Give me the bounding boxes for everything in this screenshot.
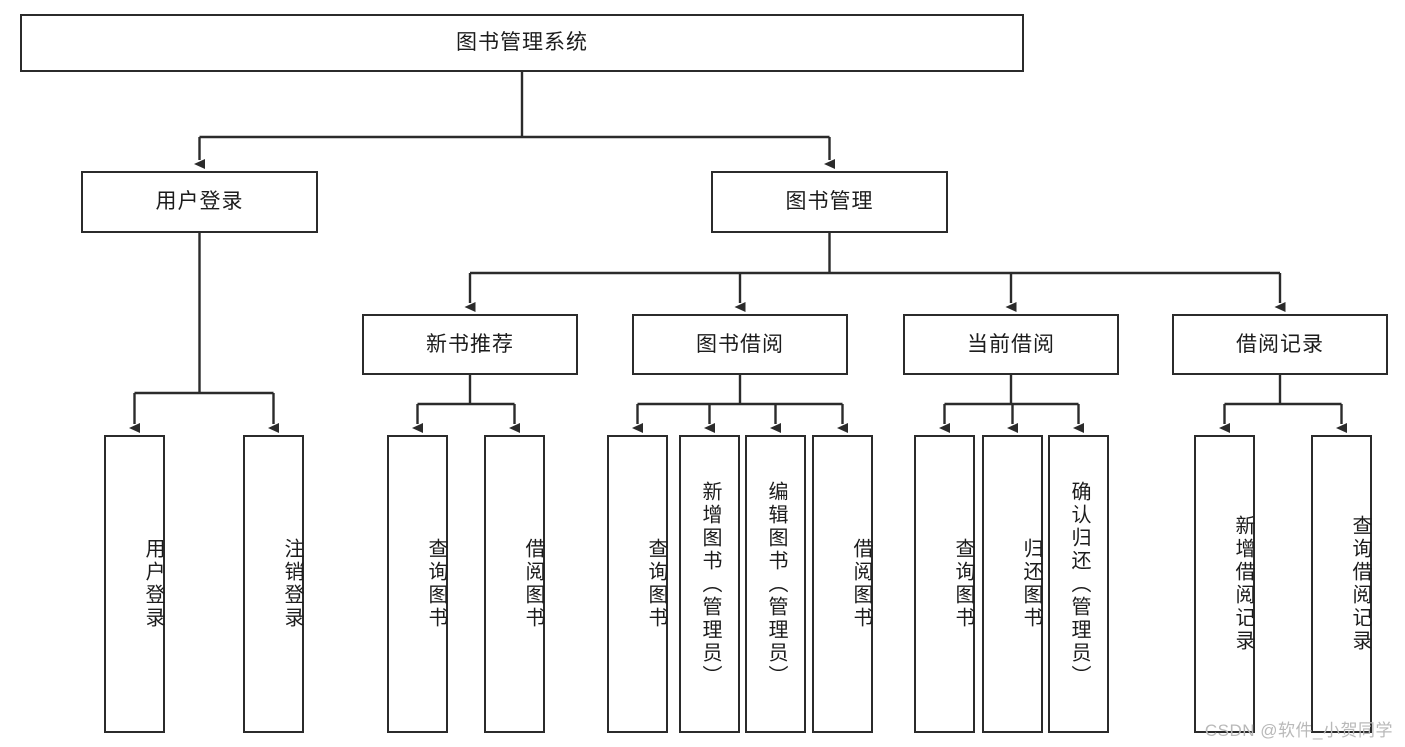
node-borrow-record[interactable]: 借阅记录 xyxy=(1172,314,1388,375)
node-book-borrow[interactable]: 图书借阅 xyxy=(632,314,848,375)
node-leaf-edit-book[interactable]: 编辑图书（管理员） xyxy=(745,435,806,733)
node-label: 确认归还（管理员） xyxy=(1068,480,1090,688)
node-label: 查询图书 xyxy=(425,538,447,630)
node-label: 用户登录 xyxy=(155,190,244,214)
node-leaf-user-login[interactable]: 用户登录 xyxy=(104,435,165,733)
node-label: 借阅图书 xyxy=(522,538,544,630)
node-label: 查询图书 xyxy=(952,538,974,630)
node-leaf-query-book-2[interactable]: 查询图书 xyxy=(607,435,668,733)
node-user-login[interactable]: 用户登录 xyxy=(81,171,318,233)
node-label: 图书管理系统 xyxy=(456,31,588,55)
node-leaf-query-record[interactable]: 查询借阅记录 xyxy=(1311,435,1372,733)
node-label: 图书借阅 xyxy=(696,332,784,356)
node-label: 编辑图书（管理员） xyxy=(765,480,787,688)
node-current-borrow[interactable]: 当前借阅 xyxy=(903,314,1119,375)
node-leaf-query-book-1[interactable]: 查询图书 xyxy=(387,435,448,733)
node-label: 归还图书 xyxy=(1020,538,1042,630)
node-label: 查询图书 xyxy=(645,538,667,630)
node-leaf-borrow-book-1[interactable]: 借阅图书 xyxy=(484,435,545,733)
watermark-text: CSDN @软件_小贺同学 xyxy=(1204,721,1393,740)
node-label: 借阅图书 xyxy=(850,538,872,630)
node-leaf-borrow-book-2[interactable]: 借阅图书 xyxy=(812,435,873,733)
node-new-book-recommend[interactable]: 新书推荐 xyxy=(362,314,578,375)
node-label: 图书管理 xyxy=(785,190,874,214)
node-label: 注销登录 xyxy=(281,538,303,630)
node-leaf-return-book[interactable]: 归还图书 xyxy=(982,435,1043,733)
node-root[interactable]: 图书管理系统 xyxy=(20,14,1024,72)
node-label: 新增图书（管理员） xyxy=(699,480,721,688)
node-label: 新书推荐 xyxy=(426,332,514,356)
node-book-manage[interactable]: 图书管理 xyxy=(711,171,948,233)
node-label: 用户登录 xyxy=(142,538,164,630)
node-leaf-add-record[interactable]: 新增借阅记录 xyxy=(1194,435,1255,733)
node-leaf-logout[interactable]: 注销登录 xyxy=(243,435,304,733)
node-label: 当前借阅 xyxy=(967,332,1055,356)
node-leaf-query-book-3[interactable]: 查询图书 xyxy=(914,435,975,733)
node-label: 借阅记录 xyxy=(1236,332,1324,356)
node-leaf-add-book[interactable]: 新增图书（管理员） xyxy=(679,435,740,733)
node-label: 新增借阅记录 xyxy=(1232,515,1254,653)
node-label: 查询借阅记录 xyxy=(1349,515,1371,653)
node-leaf-confirm-return[interactable]: 确认归还（管理员） xyxy=(1048,435,1109,733)
